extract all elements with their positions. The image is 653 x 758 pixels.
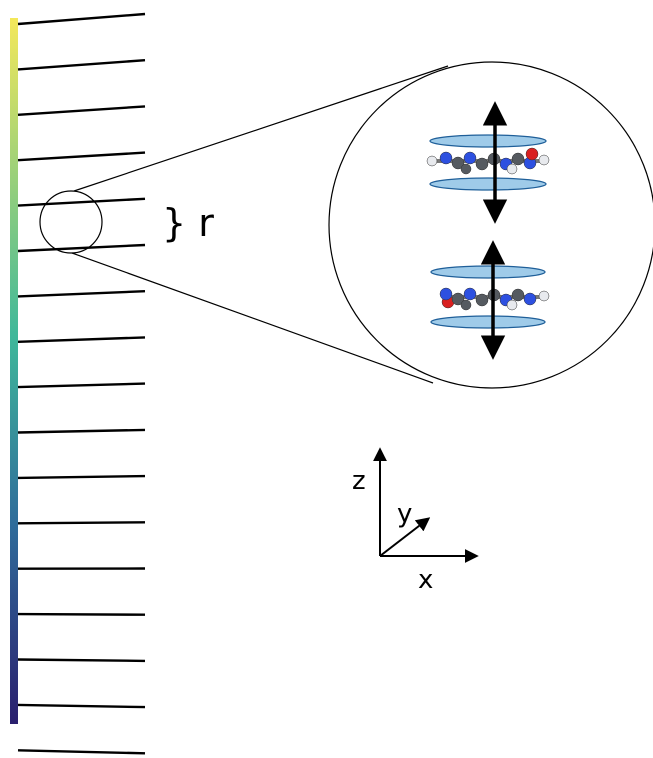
atom bbox=[451, 156, 465, 170]
layer-line bbox=[17, 474, 146, 480]
layer-line bbox=[17, 382, 146, 389]
atom bbox=[511, 152, 525, 166]
atom bbox=[439, 287, 453, 301]
ring-upper-top bbox=[429, 134, 547, 148]
layer-line bbox=[17, 521, 146, 525]
magnifier-large-circle bbox=[328, 61, 653, 389]
atom bbox=[538, 290, 550, 302]
layer-line bbox=[17, 197, 146, 207]
axis-y-arrow bbox=[379, 517, 431, 557]
layer-line bbox=[17, 612, 146, 616]
atom bbox=[460, 163, 472, 175]
molecule-upper bbox=[426, 101, 550, 224]
axis-z-label: z bbox=[352, 466, 366, 496]
atom bbox=[475, 293, 489, 307]
ring-lower-bottom bbox=[430, 315, 546, 329]
atom bbox=[463, 151, 477, 165]
atom bbox=[460, 299, 472, 311]
atom bbox=[506, 163, 518, 175]
layer-line bbox=[17, 105, 146, 116]
layer-line bbox=[17, 749, 146, 755]
layer-line bbox=[17, 59, 146, 71]
gradient-bar bbox=[10, 18, 18, 724]
axis-x-label: x bbox=[418, 565, 433, 595]
layer-line bbox=[17, 658, 146, 663]
atom bbox=[506, 299, 518, 311]
atom bbox=[426, 155, 438, 167]
layer-line bbox=[17, 703, 146, 709]
atom bbox=[439, 151, 453, 165]
axes-triad: z y x bbox=[352, 447, 479, 595]
atom bbox=[463, 287, 477, 301]
layer-line bbox=[17, 336, 146, 343]
axis-y-label: y bbox=[397, 499, 412, 529]
layer-line bbox=[17, 151, 146, 162]
ring-upper-bottom bbox=[429, 177, 547, 191]
atom bbox=[511, 288, 525, 302]
zoom-line-bottom bbox=[71, 252, 434, 384]
ring-lower-top bbox=[430, 265, 546, 279]
atom bbox=[451, 292, 465, 306]
layer-line bbox=[17, 12, 146, 26]
atom bbox=[475, 157, 489, 171]
molecule-lower bbox=[430, 240, 550, 360]
zoom-line-top bbox=[73, 65, 449, 192]
layer-line bbox=[17, 428, 146, 434]
atom bbox=[525, 147, 539, 161]
layer-line bbox=[17, 243, 146, 253]
atom bbox=[523, 292, 537, 306]
spacing-label: } r bbox=[162, 201, 214, 245]
magnifier-small-circle bbox=[39, 190, 103, 254]
layer-line bbox=[17, 290, 146, 298]
layer-lines bbox=[17, 12, 146, 755]
atom bbox=[538, 154, 550, 166]
